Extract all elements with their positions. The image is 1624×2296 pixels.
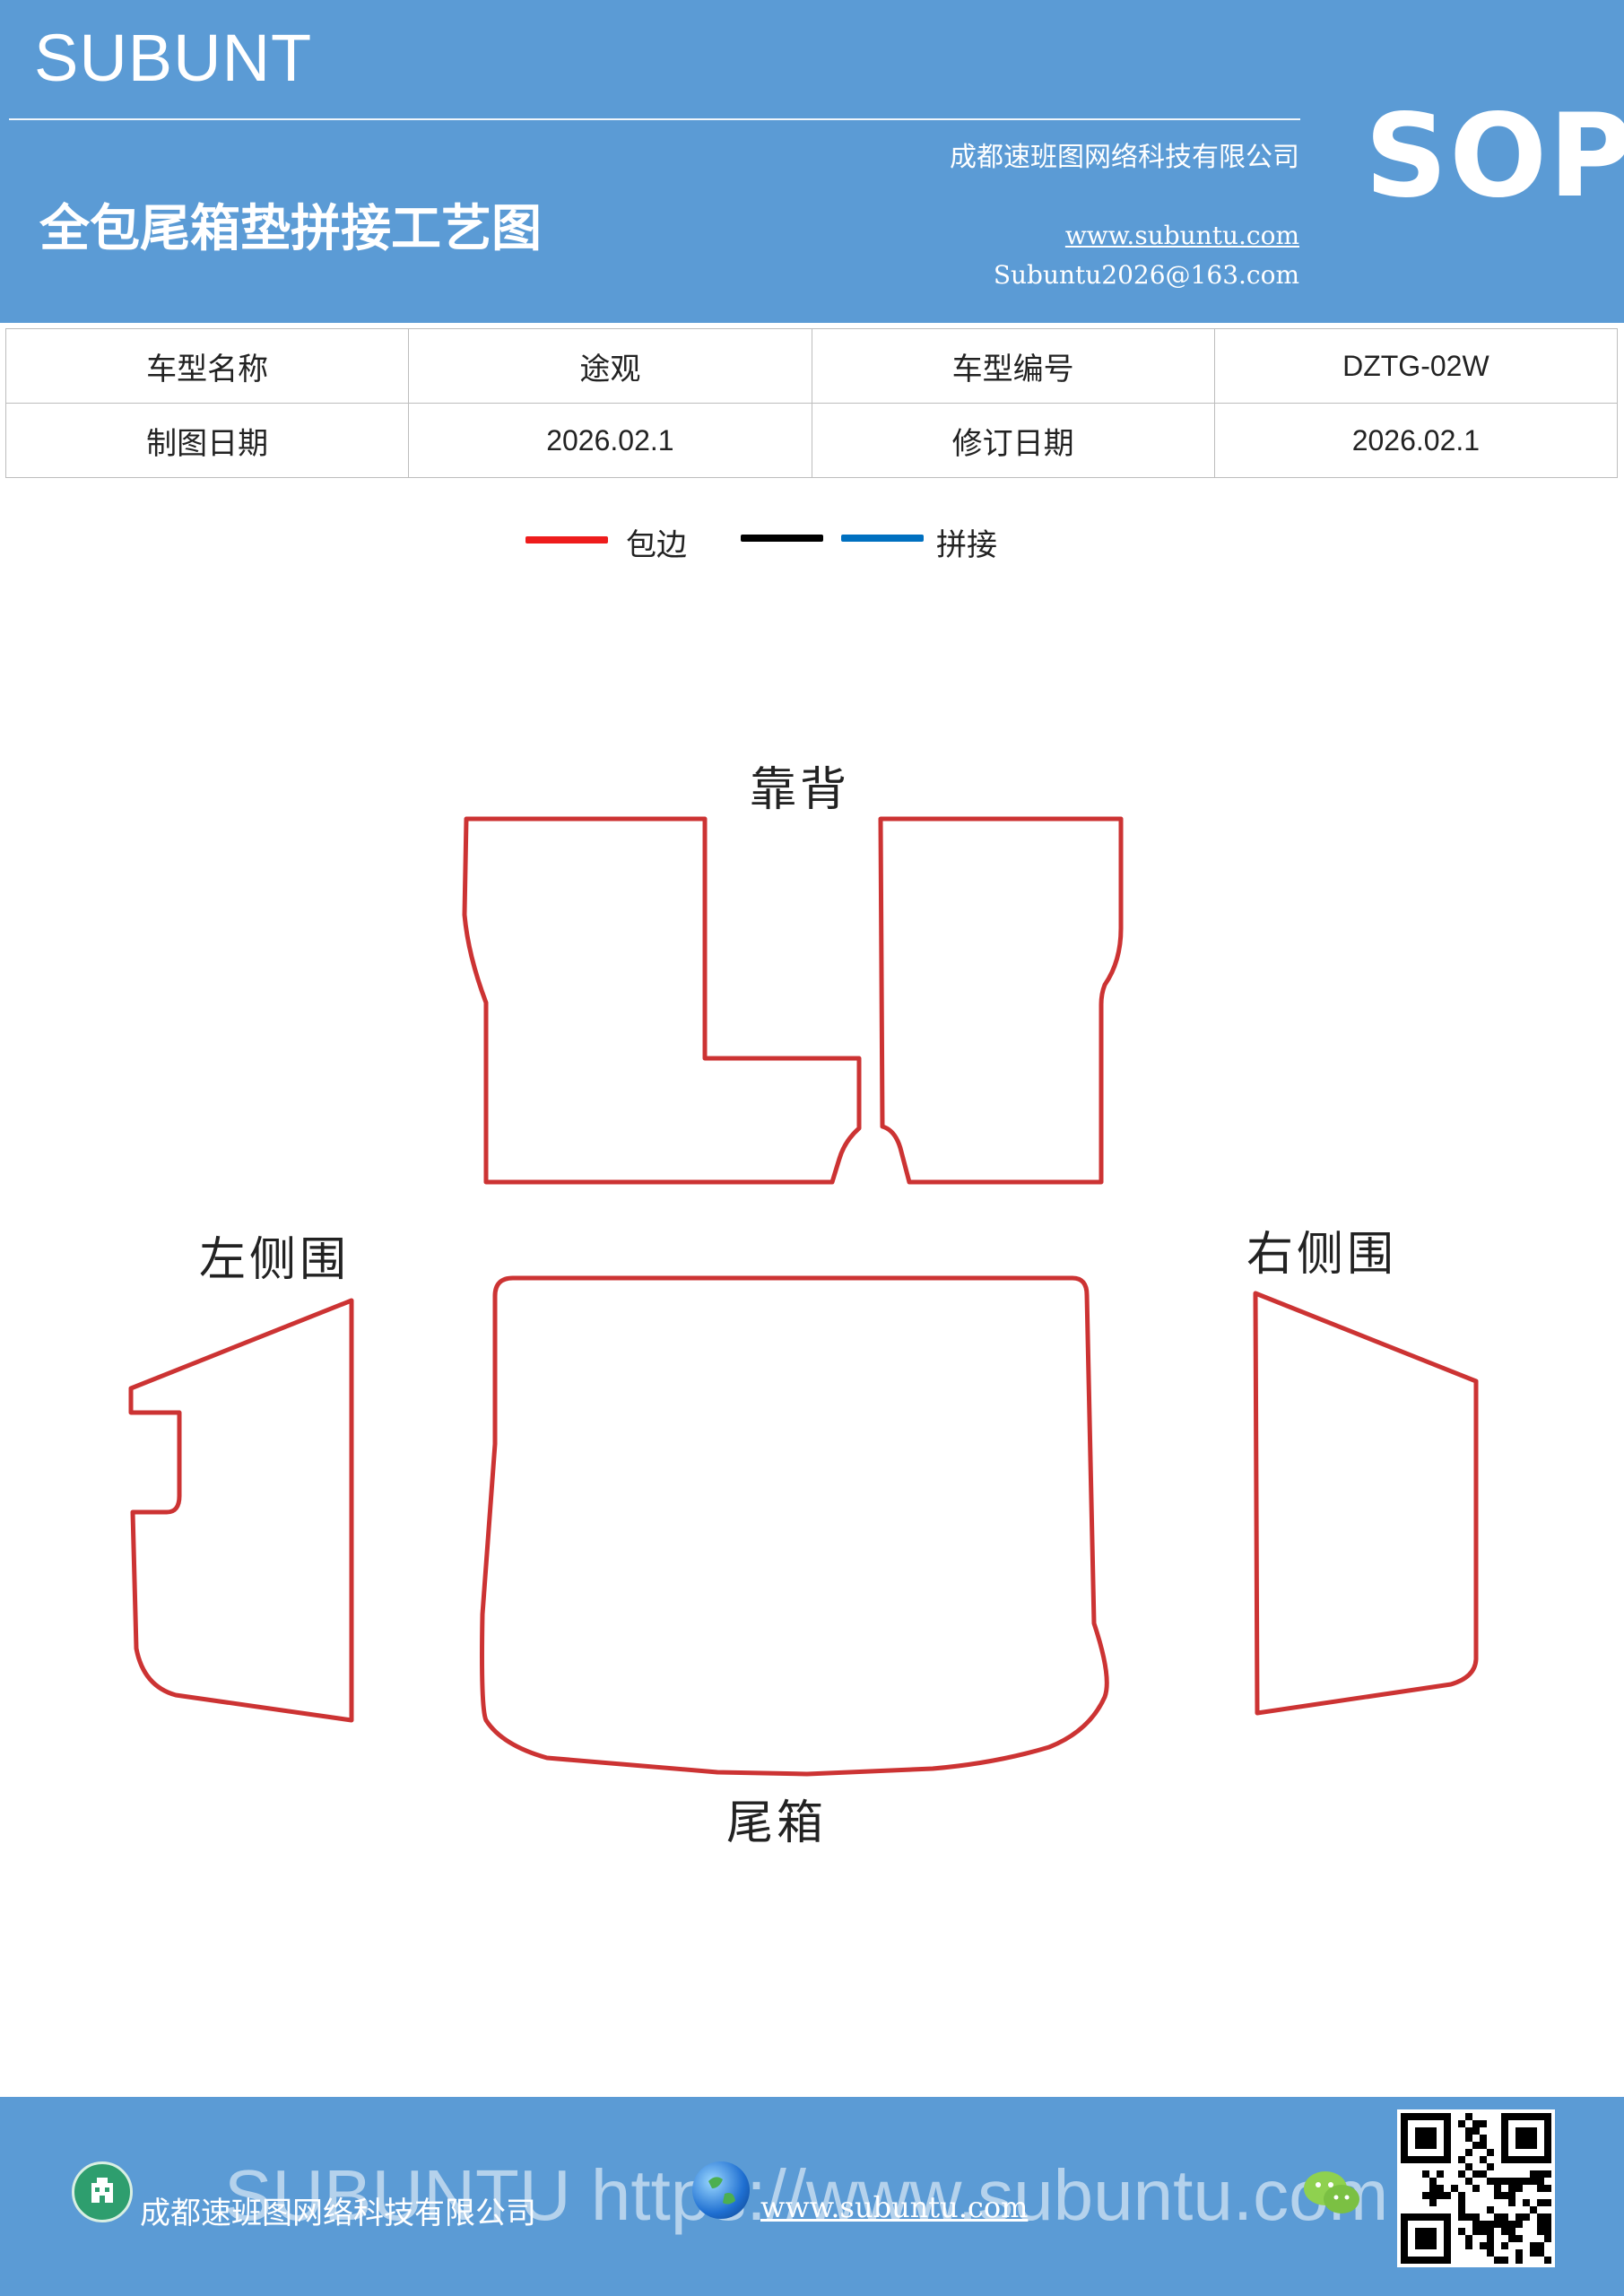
header-banner: SUBUNT 全包尾箱垫拼接工艺图 成都速班图网络科技有限公司 www.subu…	[0, 0, 1624, 323]
draw-date-value: 2026.02.1	[408, 403, 812, 478]
model-name-label: 车型名称	[4, 328, 410, 404]
model-name-value: 途观	[408, 328, 812, 404]
company-name: 成都速班图网络科技有限公司	[950, 142, 1299, 173]
website-link[interactable]: www.subuntu.com	[1064, 221, 1299, 250]
sop-badge: SOP	[1365, 90, 1624, 223]
header-divider	[9, 118, 1300, 120]
revision-date-value: 2026.02.1	[1213, 403, 1619, 478]
table-row: 制图日期 2026.02.1 修订日期 2026.02.1	[4, 403, 1619, 478]
right-side-outline	[1253, 1291, 1479, 1716]
left-side-outline	[128, 1298, 354, 1723]
draw-date-label: 制图日期	[4, 403, 410, 478]
model-code-value: DZTG-02W	[1213, 328, 1619, 404]
email-address: Subuntu2026@163.com	[993, 260, 1299, 290]
model-code-label: 车型编号	[811, 328, 1215, 404]
qr-code[interactable]	[1397, 2109, 1555, 2267]
mat-outlines	[128, 816, 1479, 1777]
footer-company-name: 成都速班图网络科技有限公司	[140, 2196, 536, 2231]
backrest-label: 靠背	[750, 763, 851, 817]
revision-date-label: 修订日期	[811, 403, 1215, 478]
table-row: 车型名称 途观 车型编号 DZTG-02W	[4, 328, 1619, 404]
globe-icon	[692, 2161, 750, 2219]
right-side-label: 右侧围	[1246, 1228, 1398, 1282]
backrest-left-outline	[462, 816, 862, 1185]
wechat-icon	[1302, 2167, 1361, 2219]
brand-name: SUBUNT	[34, 21, 313, 95]
footer-banner: SUBUNTU https://www.subuntu.com 成都速班图网络科…	[0, 2097, 1624, 2296]
footer-watermark: SUBUNTU https://www.subuntu.com	[224, 2155, 1389, 2235]
line-legend: 包边 拼接	[0, 520, 1624, 574]
legend-swatch-red	[525, 536, 608, 544]
trunk-outline	[480, 1275, 1109, 1777]
left-side-label: 左侧围	[199, 1233, 351, 1287]
backrest-right-outline	[878, 816, 1124, 1185]
mat-diagram: 靠背 左侧围 右侧围 尾箱	[0, 700, 1624, 1866]
legend-swatch-black	[741, 535, 823, 542]
trunk-label: 尾箱	[726, 1796, 828, 1850]
footer-website-link[interactable]: www.subuntu.com	[760, 2190, 1029, 2224]
legend-label-edging: 包边	[626, 527, 687, 563]
document-title: 全包尾箱垫拼接工艺图	[39, 200, 542, 258]
legend-swatch-blue	[841, 535, 924, 542]
vehicle-info-table: 车型名称 途观 车型编号 DZTG-02W 制图日期 2026.02.1 修订日…	[4, 328, 1619, 478]
company-building-icon	[72, 2161, 133, 2222]
legend-label-splice: 拼接	[936, 527, 997, 563]
